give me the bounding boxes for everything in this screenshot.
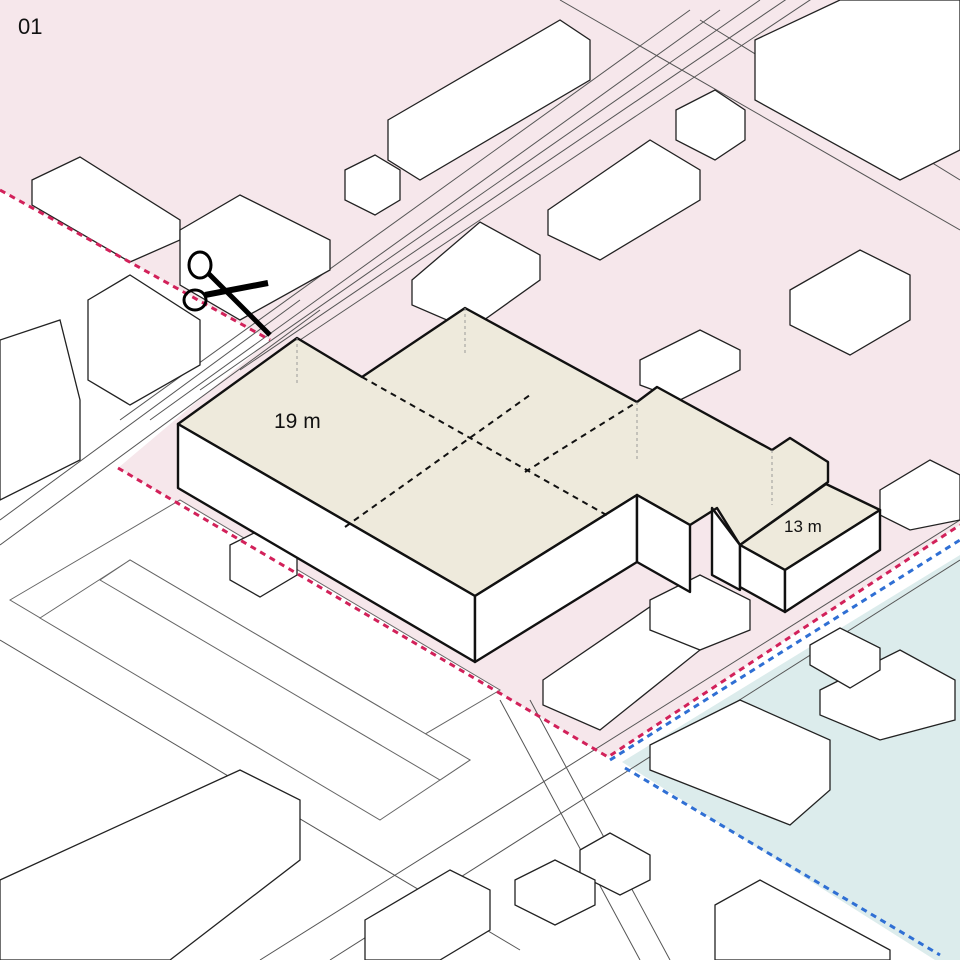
annex-height-label: 13 m: [784, 517, 822, 536]
parking-lot: [9, 499, 501, 821]
scissors-icon: [182, 250, 272, 337]
site-boundary-south: [117, 466, 960, 759]
hidden-edges: [296, 308, 773, 505]
proposed-building: [176, 306, 882, 664]
site-boundary: [0, 188, 271, 342]
figure-number: 01: [18, 14, 43, 39]
roof-division-lines: [344, 376, 638, 528]
main-height-label: 19 m: [274, 410, 321, 433]
water-boundary: [609, 538, 960, 762]
